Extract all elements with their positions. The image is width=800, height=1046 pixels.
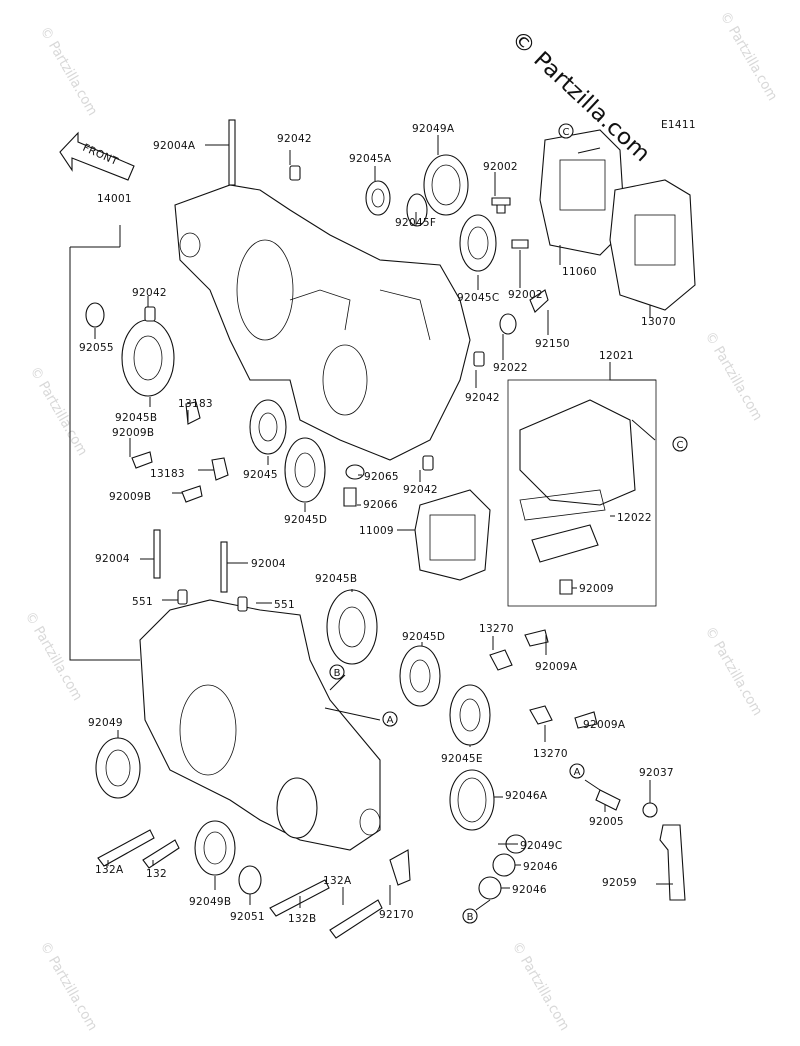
part-label[interactable]: 92051 (230, 911, 265, 923)
reference-markers: C C B A A B (329, 123, 688, 924)
part-label[interactable]: 11060 (562, 266, 597, 278)
part-label[interactable]: 92049 (88, 717, 123, 729)
lower-crankcase (139, 599, 381, 851)
ref-a-case: A (382, 711, 398, 727)
svg-text:B: B (467, 912, 474, 923)
part-label[interactable]: 92022 (493, 362, 528, 374)
diagram-code: E1411 (661, 119, 696, 131)
part-label[interactable]: 92049B (189, 896, 231, 908)
watermark: © Partzilla.com (702, 624, 766, 719)
part-label[interactable]: 92005 (589, 816, 624, 828)
part-label[interactable]: 92046 (523, 861, 558, 873)
reed-valve-box (507, 379, 657, 607)
part-label[interactable]: 92046A (505, 790, 548, 802)
ref-b-collar: B (462, 908, 478, 924)
svg-text:B: B (334, 668, 341, 679)
part-label[interactable]: 92009A (535, 661, 578, 673)
part-label[interactable]: 92045C (457, 292, 500, 304)
part-label[interactable]: 132A (323, 875, 352, 887)
part-label[interactable]: 92066 (363, 499, 398, 511)
bearing-92045B (121, 319, 175, 397)
part-label[interactable]: 92002 (483, 161, 518, 173)
part-label[interactable]: 551 (274, 599, 295, 611)
part-label[interactable]: 92009A (583, 719, 626, 731)
watermark: © Partzilla.com (37, 24, 101, 119)
part-label[interactable]: 92045F (395, 217, 436, 229)
ref-c-top: C (558, 123, 574, 139)
part-label[interactable]: 92049A (412, 123, 455, 135)
part-label[interactable]: 92004A (153, 140, 196, 152)
part-label[interactable]: 13183 (178, 398, 213, 410)
part-label[interactable]: 92055 (79, 342, 114, 354)
leader-lines (69, 135, 673, 911)
part-label[interactable]: 92045A (349, 153, 392, 165)
part-label[interactable]: 92004 (251, 558, 286, 570)
part-label[interactable]: 92004 (95, 553, 130, 565)
svg-text:C: C (563, 127, 570, 138)
part-label[interactable]: 12022 (617, 512, 652, 524)
part-label[interactable]: 92002 (508, 289, 543, 301)
front-arrow-icon: FRONT (59, 131, 135, 181)
part-label[interactable]: 92046 (512, 884, 547, 896)
ref-c-right: C (672, 436, 688, 452)
part-label[interactable]: 92065 (364, 471, 399, 483)
part-label[interactable]: 92045B (315, 573, 357, 585)
watermark: © Partzilla.com (509, 939, 573, 1034)
fasteners (97, 119, 686, 939)
svg-text:A: A (574, 767, 581, 778)
part-label[interactable]: 92009B (109, 491, 151, 503)
watermark: © Partzilla.com (717, 9, 781, 104)
part-label[interactable]: 92042 (132, 287, 167, 299)
part-label[interactable]: 92009 (579, 583, 614, 595)
part-label[interactable]: 92042 (403, 484, 438, 496)
ref-a-fitting: A (569, 763, 585, 779)
part-label[interactable]: 92049C (520, 840, 563, 852)
part-label[interactable]: 13183 (150, 468, 185, 480)
watermark: © Partzilla.com (27, 364, 91, 459)
part-label[interactable]: 92042 (465, 392, 500, 404)
watermark: © Partzilla.com (702, 329, 766, 424)
part-label[interactable]: 551 (132, 596, 153, 608)
part-label[interactable]: 92170 (379, 909, 414, 921)
gaskets (414, 129, 696, 607)
svg-text:A: A (387, 715, 394, 726)
part-label[interactable]: 12021 (599, 350, 634, 362)
part-label[interactable]: 92037 (639, 767, 674, 779)
part-label[interactable]: 92045E (441, 753, 483, 765)
watermark: © Partzilla.com (22, 609, 86, 704)
upper-crankcase (174, 184, 471, 461)
part-label[interactable]: 14001 (97, 193, 132, 205)
part-label[interactable]: 132A (95, 864, 124, 876)
part-label[interactable]: 92042 (277, 133, 312, 145)
part-label[interactable]: 92150 (535, 338, 570, 350)
part-labels: 92004A 92042 92045A 92049A 92002 14001 9… (79, 123, 676, 925)
part-label[interactable]: 13270 (479, 623, 514, 635)
part-label[interactable]: 92045B (115, 412, 157, 424)
part-label[interactable]: 92045 (243, 469, 278, 481)
part-label[interactable]: 92059 (602, 877, 637, 889)
part-label[interactable]: 132B (288, 913, 316, 925)
watermark: © Partzilla.com (37, 939, 101, 1034)
part-label[interactable]: 92009B (112, 427, 154, 439)
part-label[interactable]: 13270 (533, 748, 568, 760)
part-label[interactable]: 13070 (641, 316, 676, 328)
part-label[interactable]: 132 (146, 868, 167, 880)
bearings (85, 154, 527, 900)
svg-text:C: C (677, 440, 684, 451)
part-label[interactable]: 92045D (402, 631, 445, 643)
ref-b-case: B (329, 664, 345, 680)
part-label[interactable]: 11009 (359, 525, 394, 537)
part-label[interactable]: 92045D (284, 514, 327, 526)
